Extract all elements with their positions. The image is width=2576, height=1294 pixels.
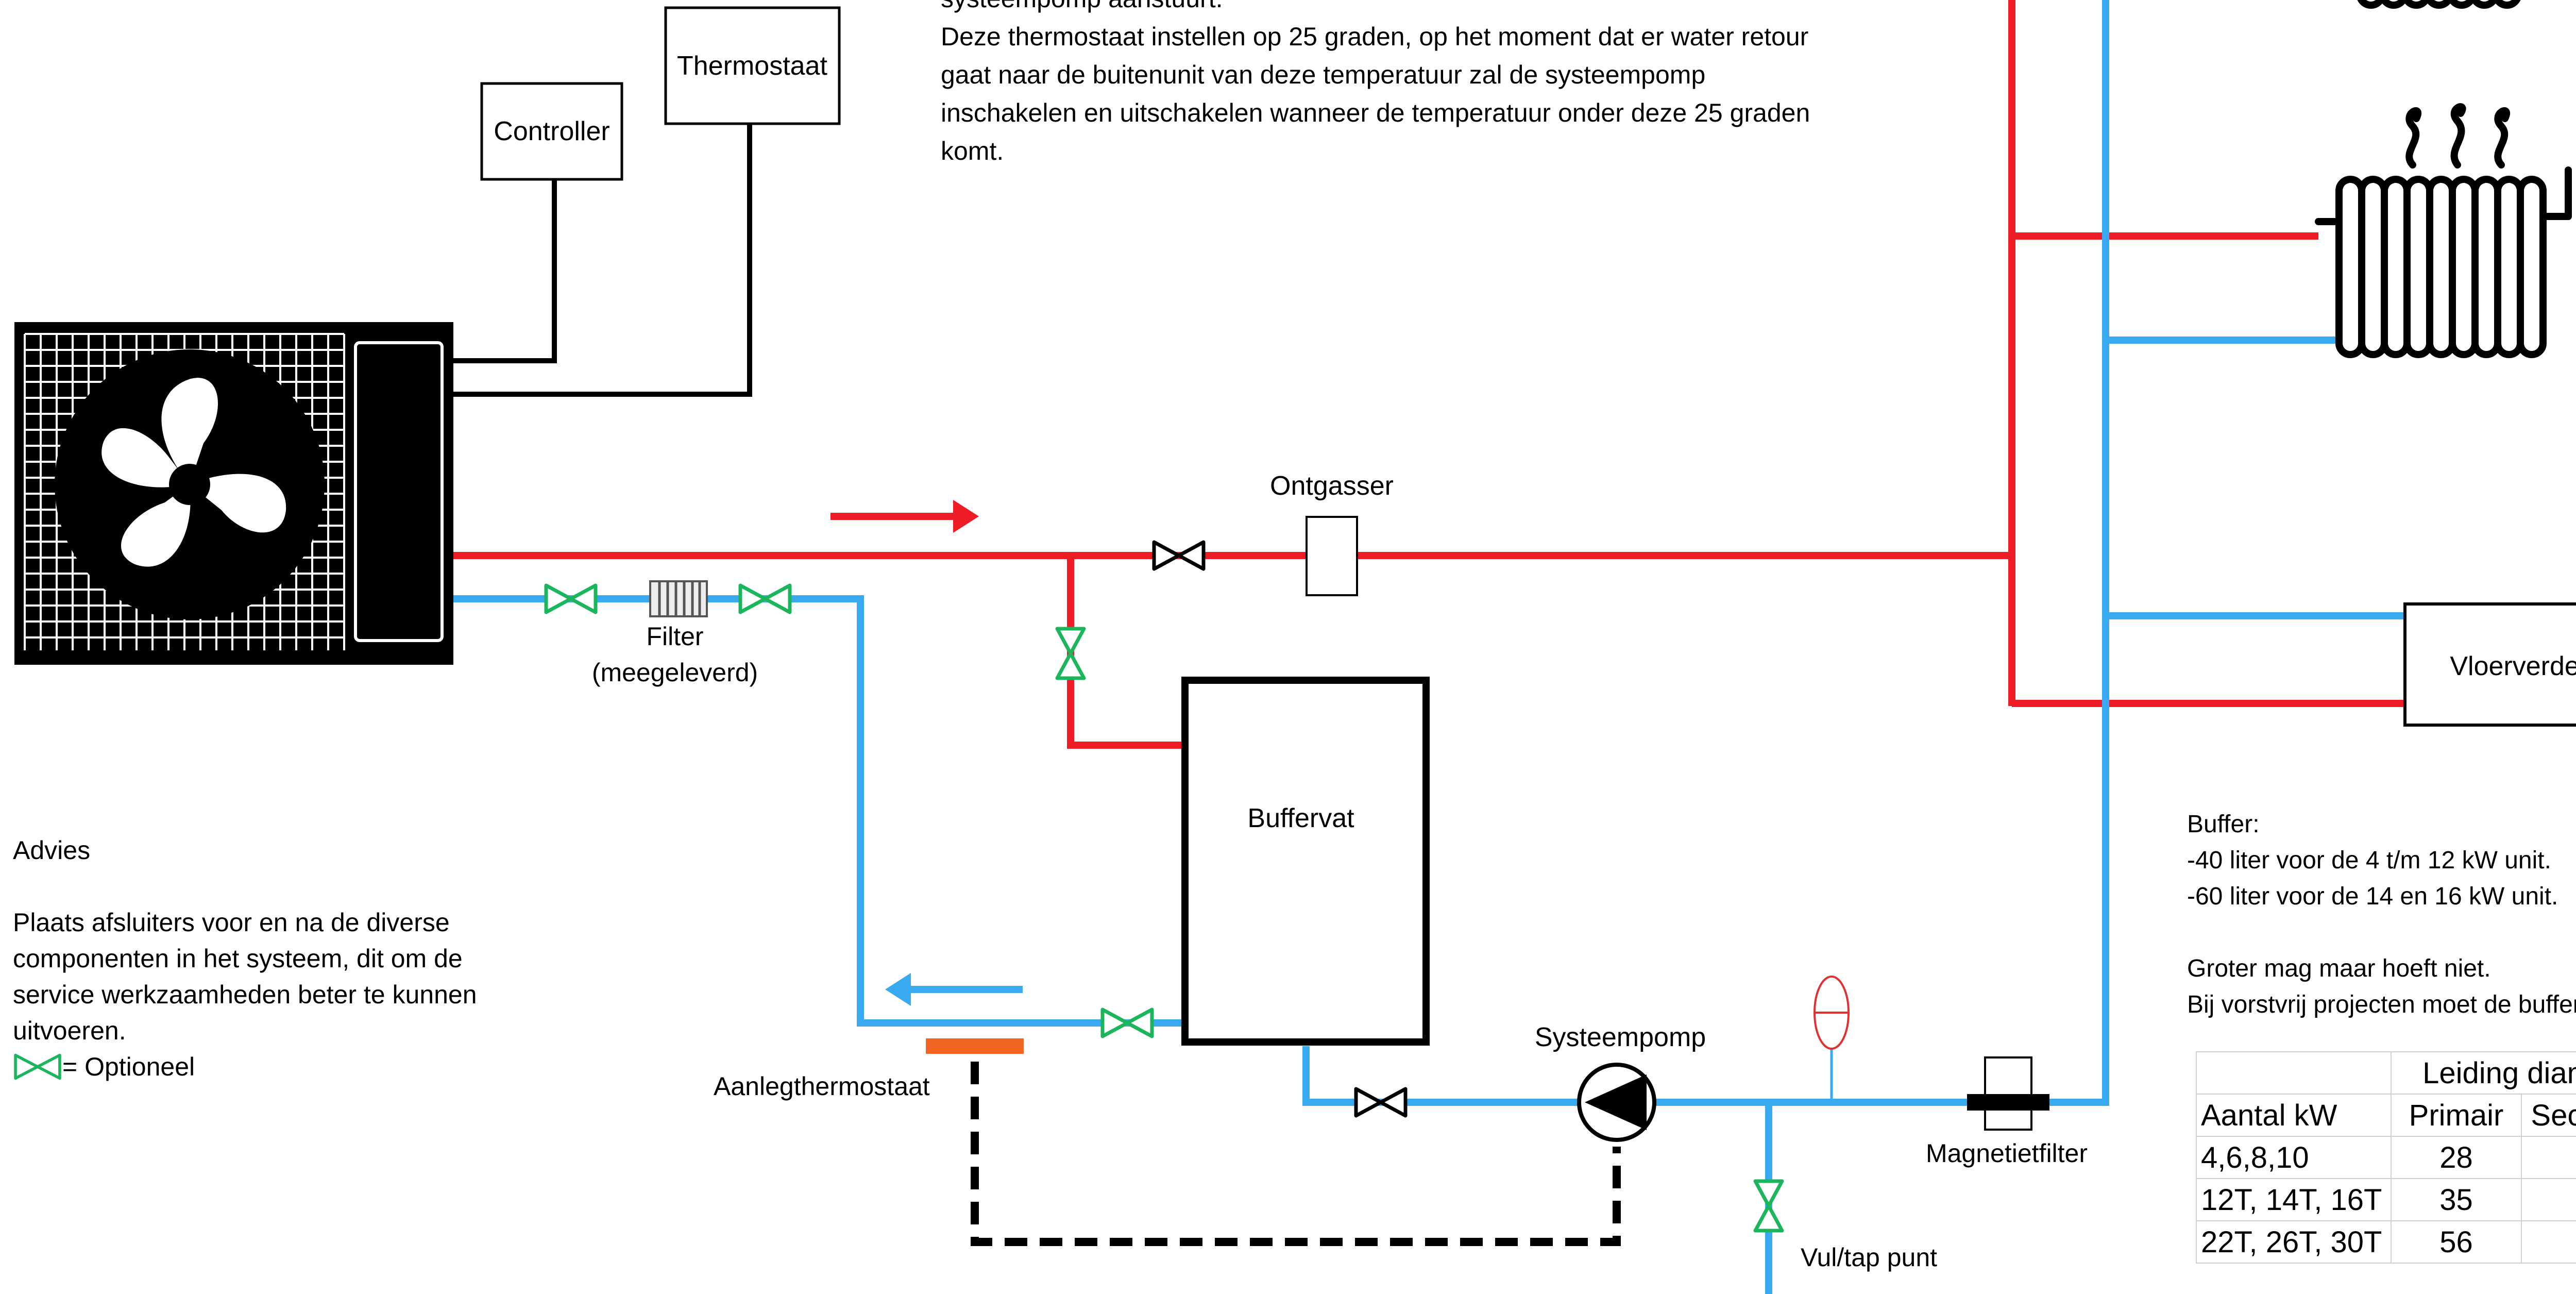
ontgasser-label: Ontgasser [1270, 471, 1394, 501]
aanlegthermostaat-sensor: Aanlegthermostaat [714, 1038, 1621, 1246]
table-cell: 22 [2521, 1136, 2576, 1179]
table-cell: 4,6,8,10 [2196, 1136, 2392, 1179]
radiator-icon [2357, 0, 2521, 9]
legend-text: = Optioneel [62, 1052, 195, 1081]
advies-block: Advies Plaats afsluiters voor en na de d… [13, 832, 528, 1085]
table-cell: 42 [2521, 1220, 2576, 1264]
table-row: 22T, 26T, 30T 56 42 [2196, 1220, 2576, 1264]
systeempomp-label: Systeempomp [1535, 1022, 1706, 1052]
optional-valve-icon [1755, 1181, 1782, 1231]
buffer-note-line: Groter mag maar hoeft niet. [2187, 955, 2491, 982]
table-header-row: Aantal kW Primair Secundair [2196, 1094, 2576, 1137]
intro-line: gaat naar de buitenunit van deze tempera… [941, 60, 1706, 89]
buffer-note-line: Buffer: [2187, 811, 2260, 838]
optional-valve-icon [740, 585, 790, 612]
expansion-vessel-icon [1814, 976, 1850, 1102]
advies-title: Advies [13, 836, 91, 865]
radiator-icon [2315, 103, 2572, 358]
table-cell: 28 [2391, 1136, 2522, 1179]
fan-icon [101, 378, 286, 567]
thermostaat-box: Thermostaat [664, 6, 841, 125]
col-header: Primair [2391, 1094, 2522, 1137]
table-group-header: Leiding diameter [2391, 1051, 2576, 1095]
vloerverdeler-box: Vloerverdeler [2403, 602, 2576, 727]
table-cell: 22T, 26T, 30T [2196, 1220, 2392, 1264]
table-cell: 56 [2391, 1220, 2522, 1264]
control-wiring [453, 121, 752, 397]
shutoff-valve-icon [1356, 1089, 1405, 1116]
systeempomp-icon: Systeempomp [1535, 1022, 1706, 1142]
advies-line: service werkzaamheden beter te kunnen [13, 980, 477, 1009]
buffervat-label: Buffervat [1247, 803, 1354, 833]
ontgasser-component: Ontgasser [1270, 471, 1394, 596]
return-flow-arrow [885, 973, 1023, 1006]
optional-valve-icon [1103, 1010, 1152, 1036]
pipe-diameter-table: Leiding diameter Aantal kW Primair Secun… [2196, 1051, 2576, 1264]
aanlegthermostaat-label: Aanlegthermostaat [714, 1072, 930, 1101]
buffer-note-line: Bij vorstvrij projecten moet de buffer g… [2187, 991, 2576, 1018]
table-row: 4,6,8,10 28 22 [2196, 1136, 2576, 1179]
outdoor-heat-pump-unit [14, 322, 453, 665]
table-header-row: Leiding diameter [2196, 1051, 2576, 1095]
advies-line: uitvoeren. [13, 1016, 126, 1045]
controller-label: Controller [494, 116, 609, 146]
buffer-note-line [2187, 915, 2576, 951]
advies-line: Plaats afsluiters voor en na de diverse [13, 908, 450, 937]
col-header: Secundair [2521, 1094, 2576, 1137]
intro-line: komt. [941, 137, 1004, 165]
controller-box: Controller [480, 82, 623, 181]
supply-pipes [443, 0, 2405, 749]
buffervat-tank: Buffervat [1181, 677, 1430, 1046]
supply-flow-arrow [831, 500, 979, 533]
vul-tap-punt-label: Vul/tap punt [1801, 1243, 1937, 1272]
table-cell: 35 [2391, 1178, 2522, 1221]
intro-line: inschakelen en uitschakelen wanneer de t… [941, 98, 1810, 127]
vloerverdeler-label: Vloerverdeler [2450, 651, 2576, 681]
optional-valve-icon [14, 1053, 61, 1080]
advies-line: componenten in het systeem, dit om de [13, 944, 463, 973]
filter-sublabel: (meegeleverd) [592, 658, 758, 687]
optional-valve-icon [1057, 629, 1084, 678]
buffer-note-line: -40 liter voor de 4 t/m 12 kW unit. [2187, 847, 2551, 874]
intro-line: systeempomp aanstuurt. [941, 0, 1930, 18]
optional-valve-icon [546, 585, 596, 612]
table-cell: 12T, 14T, 16T [2196, 1178, 2392, 1221]
table-cell: 28 [2521, 1178, 2576, 1221]
legend-optional: = Optioneel [13, 1049, 528, 1085]
table-corner [2196, 1051, 2392, 1095]
intro-line: Deze thermostaat instellen op 25 graden,… [941, 22, 1809, 51]
magnetietfilter-label: Magnetietfilter [1926, 1139, 2088, 1168]
shutoff-valve-icon [1154, 542, 1204, 569]
table-row: 12T, 14T, 16T 35 28 [2196, 1178, 2576, 1221]
thermostaat-label: Thermostaat [677, 51, 827, 81]
filter-label: Filter [646, 622, 703, 651]
col-header: Aantal kW [2196, 1094, 2392, 1137]
buffer-note-line: -60 liter voor de 14 en 16 kW unit. [2187, 883, 2558, 910]
filter-component: Filter (meegeleverd) [592, 580, 758, 687]
intro-text: systeempomp aanstuurt. Deze thermostaat … [941, 0, 1930, 170]
magnetietfilter-component: Magnetietfilter [1926, 1056, 2088, 1168]
buffer-note: Buffer: -40 liter voor de 4 t/m 12 kW un… [2187, 806, 2576, 1023]
